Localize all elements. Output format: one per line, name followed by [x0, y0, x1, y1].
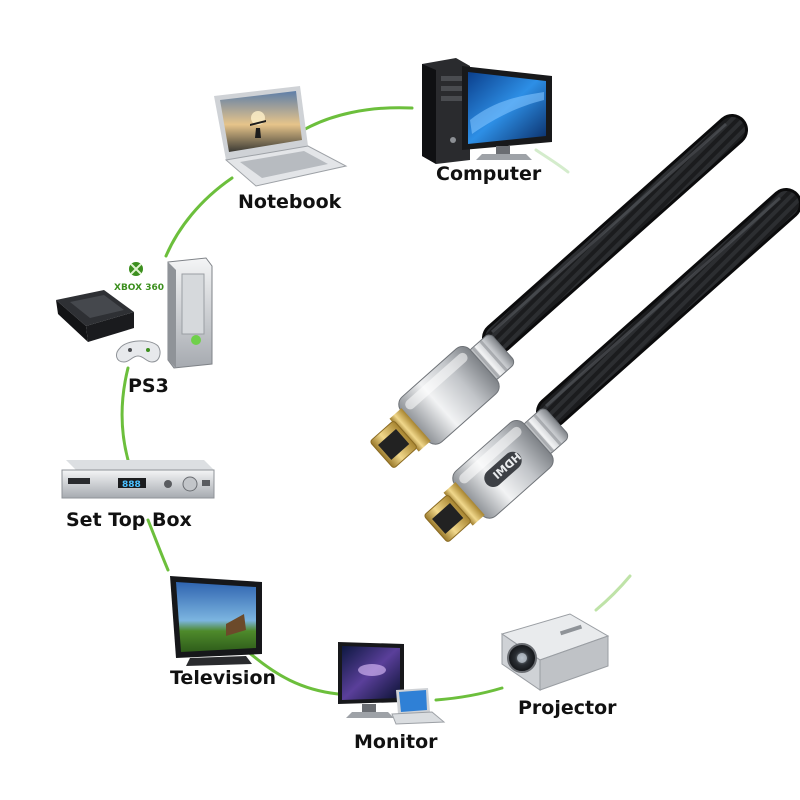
television-device: Television	[170, 576, 276, 689]
hdmi-cable-assembly: HDMI	[370, 114, 800, 542]
link-monitor-projector	[434, 686, 504, 702]
xbox-logo-icon	[129, 262, 143, 276]
monitor-device: Monitor	[338, 642, 446, 753]
hdmi-cable-1	[370, 114, 748, 468]
computer-label: Computer	[436, 163, 542, 185]
set-top-box-label: Set Top Box	[66, 509, 192, 531]
ps3-console-icon	[56, 290, 134, 342]
link-projector-continuation	[594, 574, 632, 612]
monitor-icon	[338, 642, 404, 718]
set-top-box-device: 888 Set Top Box	[61, 460, 215, 531]
xbox-360-console-icon	[167, 257, 213, 369]
cable-2-connector: HDMI	[424, 408, 569, 542]
controller-icon	[116, 340, 161, 363]
hdmi-badge	[484, 451, 522, 487]
projector-device: Projector	[500, 613, 617, 719]
set-top-box-icon: 888	[61, 460, 215, 499]
television-icon	[170, 576, 262, 666]
computer-tower-icon	[422, 58, 470, 164]
ps3-label: PS3	[128, 375, 169, 397]
computer-monitor-icon	[462, 66, 552, 160]
xbox-logo-text: XBOX 360	[114, 283, 164, 293]
computer-device: Computer	[422, 58, 552, 185]
projector-label: Projector	[518, 697, 617, 719]
link-settopbox-television	[146, 518, 170, 572]
television-label: Television	[170, 667, 276, 689]
notebook-device: Notebook	[214, 86, 348, 213]
set-top-box-display-text: 888	[122, 480, 141, 490]
ps3-device: XBOX 360 PS3	[56, 257, 213, 397]
link-computer-continuation	[534, 148, 570, 174]
notebook-label: Notebook	[238, 191, 342, 213]
hdmi-cable-2: HDMI	[424, 188, 800, 542]
projector-icon	[500, 613, 610, 691]
link-television-monitor	[244, 648, 340, 696]
connector-lines	[120, 106, 632, 702]
link-computer-notebook	[298, 106, 414, 134]
link-ps3-settopbox	[120, 366, 130, 462]
small-laptop-icon	[391, 688, 446, 725]
link-notebook-ps3	[164, 176, 234, 258]
monitor-label: Monitor	[354, 731, 438, 753]
cable-1-connector	[370, 334, 515, 468]
notebook-icon	[214, 86, 348, 187]
